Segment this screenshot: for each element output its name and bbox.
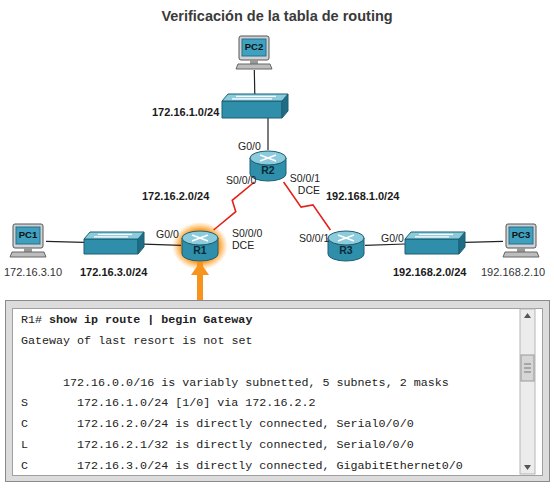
switch-arrow [232,98,272,99]
interface-label: S0/0/0 [226,174,256,186]
device-name: PC1 [10,230,46,241]
router-arrow [260,155,276,161]
pc-icon: PC2 [236,36,272,70]
switch-icon-shape [84,232,144,254]
scrollbar-grip [524,368,531,369]
switch-top [84,232,144,239]
router-top [250,151,286,165]
scrollbar-track [520,309,535,474]
device-name: PC3 [503,230,539,241]
switch-arrow [415,236,449,237]
switch-top [222,94,288,101]
network-address: 172.16.1.0/24 [152,106,219,119]
route-entry: 172.16.1.0/24 [1/0] via 172.16.2.2 [77,396,315,410]
switch-icon: 172.16.1.0/24 [222,94,288,118]
route-entry: 172.16.2.0/24 is directly connected, Ser… [77,417,414,431]
ethernet-link [267,118,268,150]
switch-arrow [98,234,132,235]
router-arrow [260,155,276,161]
ethernet-link [254,70,256,94]
keyboard [10,252,46,257]
switch-front [222,101,282,118]
route-code: S [21,396,28,410]
route-code: C [21,459,28,473]
route-code: L [21,438,28,452]
cli-output-line: Gateway of last resort is not set [21,334,252,348]
scroll-up-arrow [524,313,531,318]
router-icon: R3 [327,230,365,262]
monitor-stand [24,248,32,252]
switch-icon: 192.168.2.0/24 [405,232,465,254]
route-entry: 172.16.3.0/24 is directly connected, Gig… [77,459,463,473]
network-address: 172.16.2.0/24 [142,190,209,203]
route-entry: 172.16.2.1/32 is directly connected, Ser… [77,438,414,452]
switch-front [84,239,138,254]
cli-command: show ip route | begin Gateway [49,313,252,327]
host-address: 172.16.3.10 [4,266,62,279]
route-code: C [21,417,28,431]
cli-prompt: R1# [21,313,42,327]
router-arrow [192,235,208,241]
ethernet-link [46,241,84,243]
scrollbar-grip [524,372,531,373]
monitor-stand [517,248,525,252]
switch-arrow [94,236,128,237]
device-name: R3 [327,244,365,256]
interface-label: S0/0/1 [299,232,329,244]
connector-group [46,70,503,300]
cli-output-panel: R1# show ip route | begin GatewayGateway … [5,300,550,482]
switch-icon-shape [222,94,288,118]
interface-label: S0/0/1 DCE [284,172,320,196]
router-icon: R1 [181,230,219,262]
network-address: 192.168.2.0/24 [393,266,466,279]
keyboard [503,252,539,257]
router-arrow [338,235,354,241]
ethernet-link [465,241,503,243]
network-address: 172.16.3.0/24 [80,266,147,279]
device-name: R1 [181,244,219,256]
interface-label: S0/0/0 DCE [232,227,268,251]
ethernet-link [365,244,405,245]
keyboard [236,64,272,69]
interface-label: G0/0 [381,232,404,244]
scroll-down-arrow [524,465,531,470]
switch-icon: 172.16.3.0/24 [84,232,144,254]
diagram-title: Verificación de la tabla de routing [0,8,554,25]
switch-front [405,239,459,254]
switch-arrow [236,96,276,97]
monitor-stand [250,60,258,64]
scrollbar-grip [524,364,531,365]
router-top [182,231,218,245]
interface-label: G0/0 [156,228,179,240]
serial-link [214,182,255,230]
router-top [328,231,364,245]
router-arrow [338,235,354,241]
interface-label: G0/0 [238,140,261,152]
cli-output-line: 172.16.0.0/16 is variably subnetted, 5 s… [63,376,449,390]
pointer-arrow [197,262,203,300]
switch-top [405,232,465,239]
router-arrow [192,235,208,241]
switch-icon-shape [405,232,465,254]
pc-icon: PC1172.16.3.10 [10,224,46,258]
network-address: 192.168.1.0/24 [326,190,399,203]
device-name: PC2 [236,42,272,53]
scrollbar-thumb [521,355,534,381]
switch-arrow [419,234,453,235]
ethernet-link [144,244,181,245]
host-address: 192.168.2.10 [481,266,545,279]
pc-icon: PC3192.168.2.10 [503,224,539,258]
